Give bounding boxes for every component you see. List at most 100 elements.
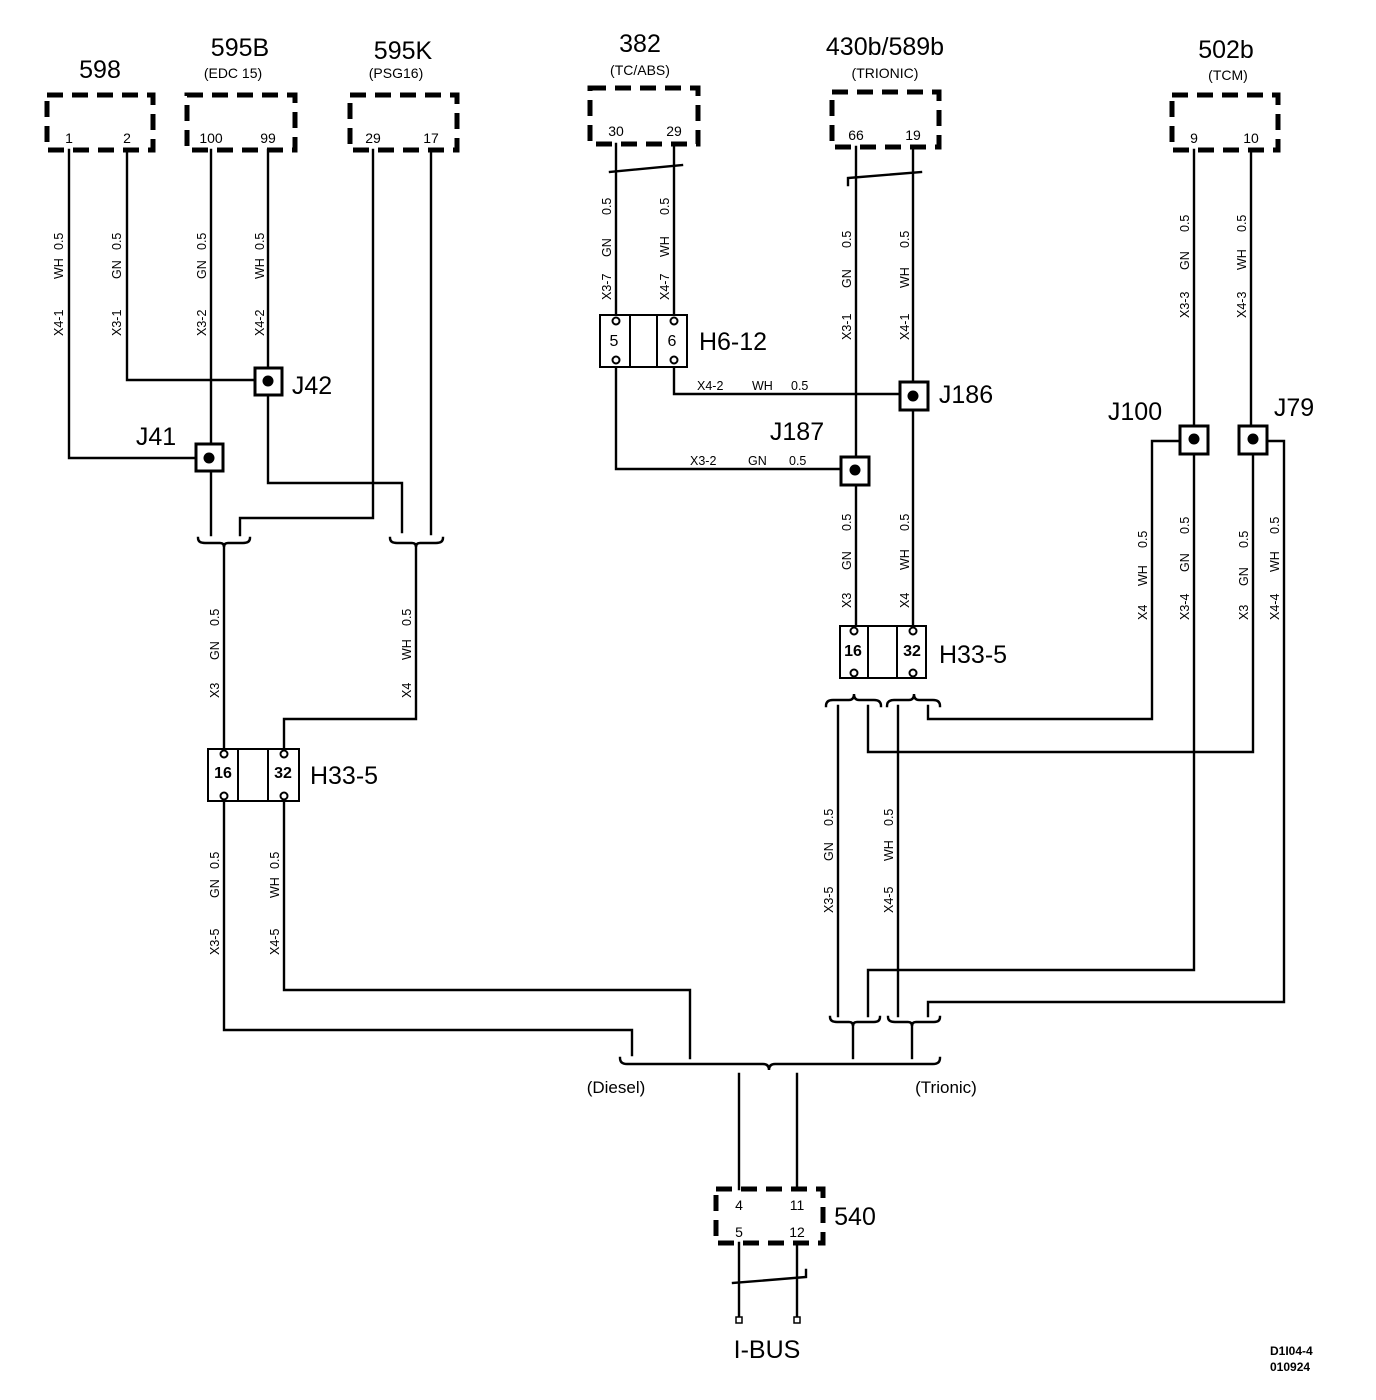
wire-label-h-x3-2: X3-2 GN 0.5 (690, 454, 806, 468)
wire-label-x4-1: X4-1 WH 0.5 (52, 233, 66, 336)
wire-label-right-x4: X4 WH 0.5 (898, 514, 912, 608)
svg-text:0.5: 0.5 (268, 852, 282, 869)
module-598-pin-2: 2 (123, 130, 131, 146)
wire-label-x3-3: X3-3 GN 0.5 (1178, 215, 1192, 318)
svg-text:GN: GN (822, 842, 836, 861)
connector-h6-12-label: H6-12 (699, 328, 767, 356)
svg-text:0.5: 0.5 (208, 609, 222, 626)
module-430b-589b: 430b/589b (TRIONIC) 66 19 (826, 33, 944, 150)
junction-j79: J79 (1237, 394, 1314, 456)
junction-j187-label: J187 (770, 418, 824, 446)
module-595k-pin-29: 29 (365, 130, 381, 146)
wire-label-x3-2: X3-2 GN 0.5 (195, 233, 209, 336)
module-598: 598 1 2 (44, 56, 156, 153)
svg-text:X4-5: X4-5 (268, 929, 282, 955)
svg-text:X4: X4 (1136, 605, 1150, 620)
module-595b-label: 595B (211, 34, 269, 62)
svg-text:X3-3: X3-3 (1178, 292, 1192, 318)
svg-text:X3: X3 (208, 683, 222, 698)
svg-text:WH: WH (1235, 249, 1249, 270)
module-502b-sublabel: (TCM) (1208, 67, 1248, 83)
svg-text:0.5: 0.5 (1237, 531, 1251, 548)
wire-label-x4-3: X4-3 WH 0.5 (1235, 215, 1249, 318)
svg-text:0.5: 0.5 (1136, 531, 1150, 548)
svg-text:0.5: 0.5 (195, 233, 209, 250)
svg-text:0.5: 0.5 (110, 233, 124, 250)
module-595k-pin-17: 17 (423, 130, 439, 146)
svg-text:0.5: 0.5 (789, 454, 806, 468)
module-595k: 595K (PSG16) 29 17 (347, 37, 460, 153)
module-382: 382 (TC/ABS) 30 29 (587, 30, 701, 147)
svg-text:0.5: 0.5 (600, 198, 614, 215)
module-430b-589b-pin-66: 66 (848, 127, 864, 143)
module-595k-label: 595K (374, 37, 433, 65)
svg-text:GN: GN (840, 551, 854, 570)
module-502b: 502b (TCM) 9 10 (1169, 36, 1281, 153)
svg-text:WH: WH (1136, 565, 1150, 586)
svg-text:0.5: 0.5 (1178, 215, 1192, 232)
wires-right (1192, 148, 1253, 428)
wire-label-left-x3: X3 GN 0.5 (208, 609, 222, 698)
junction-j42-label: J42 (292, 372, 332, 400)
svg-text:WH: WH (898, 549, 912, 570)
svg-text:X4-4: X4-4 (1268, 594, 1282, 620)
wire-label-right-x4-5: X4-5 WH 0.5 (882, 809, 896, 913)
svg-text:GN: GN (1237, 567, 1251, 586)
svg-text:0.5: 0.5 (1268, 517, 1282, 534)
wire-label-x4-7: X4-7 WH 0.5 (658, 198, 672, 300)
svg-text:X3-7: X3-7 (600, 274, 614, 300)
connector-h33-5-right-pin-32: 32 (903, 643, 921, 660)
svg-text:X4: X4 (898, 593, 912, 608)
connector-h33-5-left-pin-32: 32 (274, 765, 292, 782)
svg-text:WH: WH (658, 236, 672, 257)
svg-text:WH: WH (253, 258, 267, 279)
svg-text:WH: WH (268, 877, 282, 898)
svg-text:0.5: 0.5 (52, 233, 66, 250)
module-598-label: 598 (79, 56, 121, 84)
wire-label-j79-x3: X3 GN 0.5 (1237, 531, 1251, 620)
wire-label-right-x3: X3 GN 0.5 (840, 514, 854, 608)
module-502b-pin-10: 10 (1243, 130, 1259, 146)
module-502b-label: 502b (1198, 36, 1254, 64)
reference-code-line-1: D1I04-4 (1270, 1344, 1313, 1358)
wire-label-trionic-x4-1: X4-1 WH 0.5 (898, 231, 912, 340)
junction-j41-label: J41 (136, 423, 176, 451)
svg-text:0.5: 0.5 (400, 609, 414, 626)
svg-text:0.5: 0.5 (658, 198, 672, 215)
svg-text:GN: GN (208, 879, 222, 898)
wire-label-left-x4: X4 WH 0.5 (400, 609, 414, 698)
svg-text:X4-1: X4-1 (898, 314, 912, 340)
svg-text:0.5: 0.5 (1178, 517, 1192, 534)
wire-label-x3-7: X3-7 GN 0.5 (600, 198, 614, 300)
module-382-pin-30: 30 (608, 123, 624, 139)
svg-text:WH: WH (752, 379, 773, 393)
module-540-pin-11: 11 (790, 1197, 805, 1213)
wires-left (67, 148, 692, 1060)
svg-text:X3-2: X3-2 (195, 310, 209, 336)
module-502b-pin-9: 9 (1190, 130, 1198, 146)
connector-h33-5-right-label: H33-5 (939, 641, 1007, 669)
wire-label-j100-x3-4: X3-4 GN 0.5 (1178, 517, 1192, 620)
svg-text:0.5: 0.5 (840, 514, 854, 531)
connector-h6-12: 5 6 H6-12 (599, 314, 767, 368)
junction-j41: J41 (136, 423, 225, 473)
svg-text:0.5: 0.5 (791, 379, 808, 393)
junction-j100-label: J100 (1108, 398, 1162, 426)
bus-label-trionic: (Trionic) (915, 1078, 977, 1097)
svg-text:X3: X3 (1237, 605, 1251, 620)
svg-text:0.5: 0.5 (822, 809, 836, 826)
svg-text:X3-5: X3-5 (822, 887, 836, 913)
svg-text:X4-2: X4-2 (253, 310, 267, 336)
module-598-pin-1: 1 (65, 130, 73, 146)
wire-label-left-x3-5: X3-5 GN 0.5 (208, 852, 222, 955)
connector-h6-12-pin-6: 6 (668, 333, 677, 350)
junction-j42: J42 (253, 366, 332, 400)
reference-code: D1I04-4 010924 (1270, 1344, 1313, 1374)
wire-label-trionic-x3-1: X3-1 GN 0.5 (840, 231, 854, 340)
module-540-label: 540 (834, 1203, 876, 1231)
svg-text:X3-4: X3-4 (1178, 594, 1192, 620)
connector-h33-5-right: 16 32 H33-5 (839, 625, 1007, 679)
bus-label-diesel: (Diesel) (587, 1078, 646, 1097)
junction-j100: J100 (1108, 398, 1210, 456)
